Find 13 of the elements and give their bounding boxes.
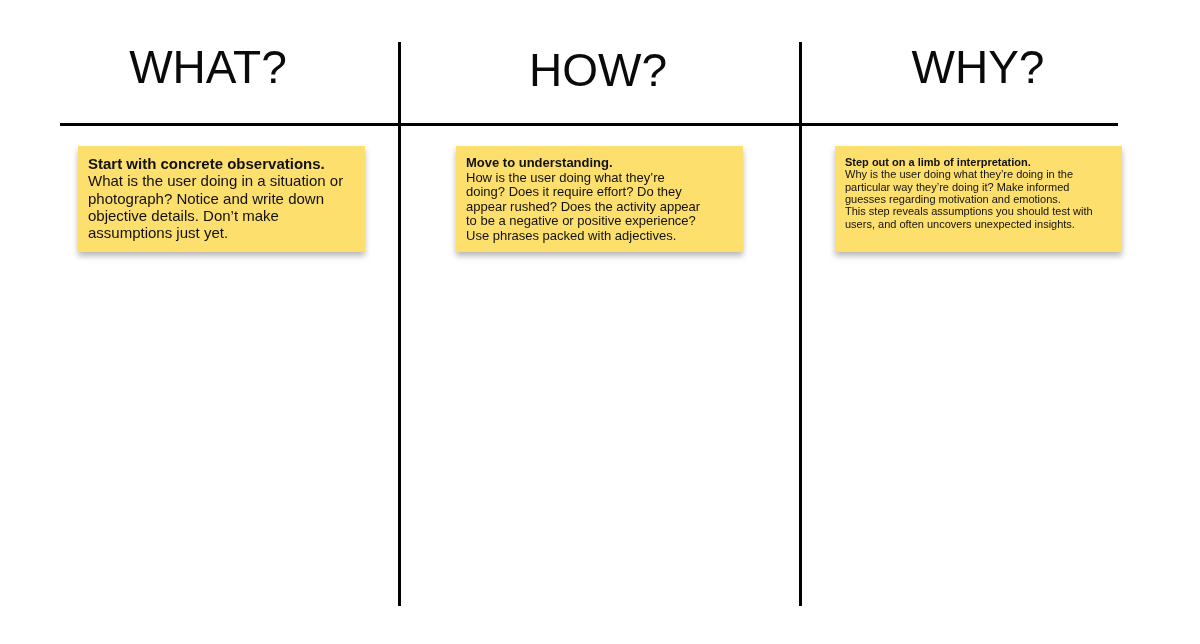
column-heading: WHY? (911, 44, 1045, 90)
note-heading: Start with concrete observations. (88, 155, 326, 173)
note-text: Why is the user doing what they’re doing in the particular way they’re doing it? Make informed guesses regarding motivation and emotions. (845, 168, 1075, 206)
note-heading: Step out on a limb of interpretation. (845, 156, 1032, 169)
note-text: What is the user doing in a situation or photograph? Notice and write down objective details. Don’t make assumptions just yet. (88, 172, 345, 242)
sticky-note (835, 146, 1122, 252)
column-heading: WHAT? (129, 44, 287, 90)
sticky-note (456, 146, 743, 252)
note-heading: Move to understanding. (466, 156, 614, 171)
column-heading: HOW? (529, 47, 667, 93)
note-text: How is the user doing what they’re doing? Does it require effort? Do they appear rushed? Does the activity appear to be a negative or positive experience? Use phrases packed with adjectives. (466, 170, 702, 244)
note-text: This step reveals assumptions you should test with users, and often uncovers unexpected insights. (845, 205, 1094, 230)
sticky-note (78, 146, 365, 252)
